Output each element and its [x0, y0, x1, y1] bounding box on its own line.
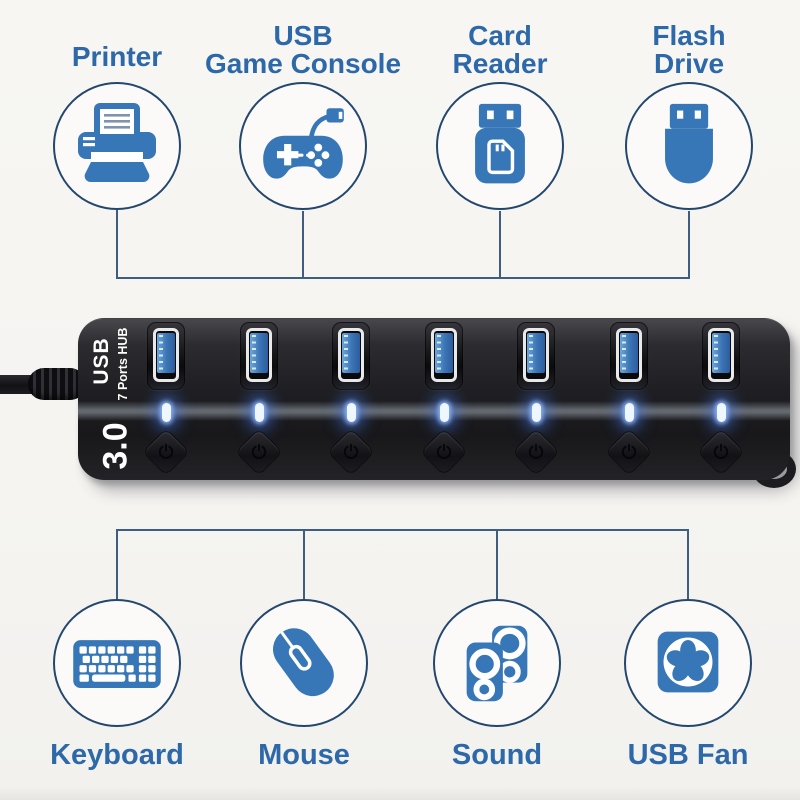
device-label: USB Fan — [627, 739, 749, 771]
mouse-icon — [273, 628, 334, 697]
usb-port-tongue — [342, 333, 360, 373]
sound-icon — [466, 625, 528, 702]
hub-body: USB 7 Ports HUB 3.0 — [78, 318, 790, 480]
device-label: Flash Drive — [652, 20, 726, 79]
device-label: Sound — [451, 739, 543, 771]
power-icon — [621, 443, 636, 460]
port-led-indicator — [717, 403, 726, 422]
port-led-indicator — [624, 403, 634, 422]
port-power-button — [605, 429, 652, 475]
game-console-icon — [263, 108, 344, 179]
keyboard-icon — [73, 640, 161, 688]
port-power-button — [420, 429, 467, 475]
device-circle — [625, 82, 753, 210]
power-icon — [528, 443, 544, 460]
usb-port-tongue — [619, 333, 638, 373]
port-led-indicator — [532, 403, 541, 422]
printer-icon — [78, 103, 156, 183]
port-power-button — [698, 429, 744, 475]
power-icon — [343, 443, 359, 460]
device-circle — [624, 599, 752, 727]
device-circle — [239, 82, 367, 210]
device-circle — [53, 599, 181, 727]
port-led-indicator — [254, 403, 264, 422]
power-icon — [158, 443, 174, 460]
device-circle — [436, 82, 564, 210]
hub-ports-layer — [78, 319, 790, 480]
bottom-connector-lines — [116, 529, 689, 601]
usb-port-tongue — [434, 333, 453, 373]
usb-port-tongue — [527, 333, 545, 373]
device-label: USB Game Console — [204, 20, 402, 79]
flash-drive-icon — [665, 103, 713, 184]
device-circle — [53, 82, 181, 210]
usb-port-tongue — [157, 333, 175, 373]
port-power-button — [328, 429, 374, 475]
port-power-button — [235, 429, 282, 475]
power-icon — [436, 443, 451, 460]
usb-port-tongue — [712, 333, 730, 373]
port-led-indicator — [162, 403, 171, 422]
device-label: Keyboard — [50, 739, 184, 771]
usb-fan-icon — [657, 631, 719, 693]
power-icon — [713, 443, 729, 460]
port-led-indicator — [439, 403, 449, 422]
usb-port-tongue — [249, 333, 268, 373]
port-led-indicator — [347, 403, 356, 422]
device-label: Mouse — [258, 739, 350, 771]
card-reader-icon — [475, 103, 525, 184]
power-icon — [251, 443, 266, 460]
cable-strain-relief — [28, 368, 86, 400]
device-circle — [433, 599, 561, 727]
top-connector-lines — [116, 209, 690, 279]
device-label: Printer — [71, 41, 163, 72]
device-circle — [240, 599, 368, 727]
port-power-button — [143, 429, 189, 475]
device-label: Card Reader — [452, 20, 548, 79]
port-power-button — [513, 429, 559, 475]
